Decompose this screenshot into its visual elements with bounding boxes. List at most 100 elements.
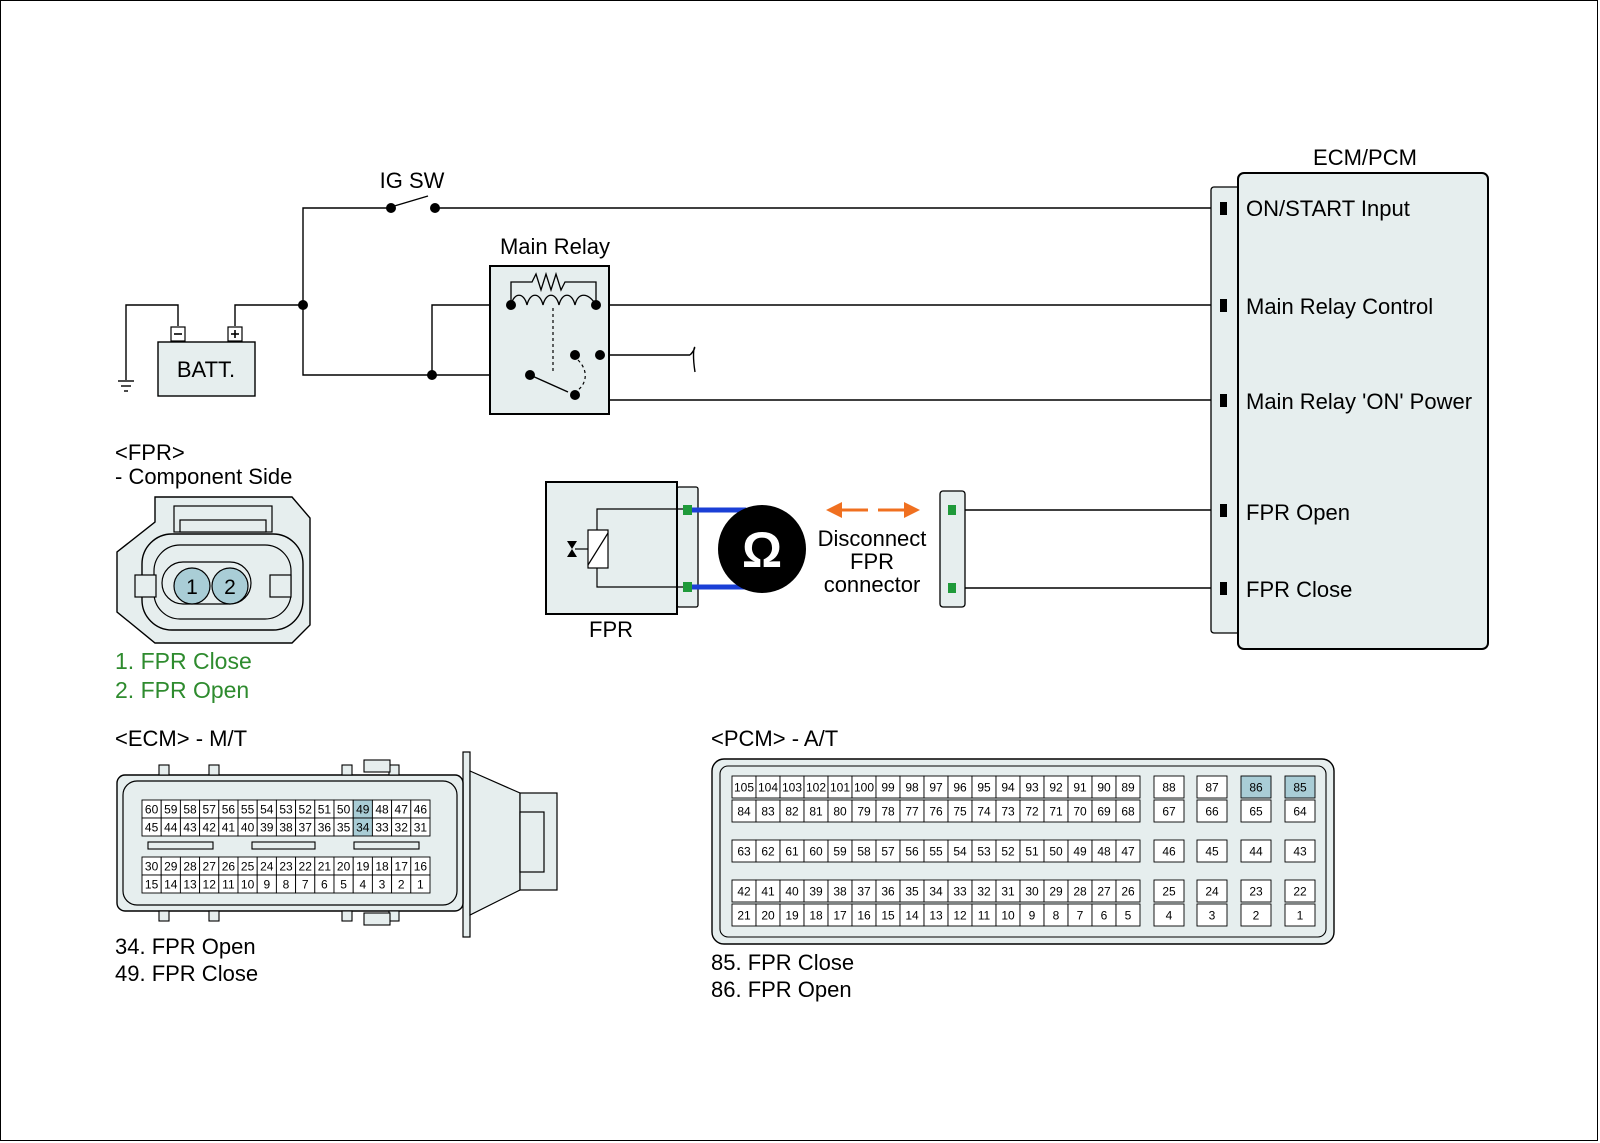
pin-number: 54 [953,845,967,859]
pin-number: 47 [1121,845,1135,859]
harness-connector [939,490,966,608]
pin-number: 89 [1121,781,1135,795]
pin-number: 19 [785,909,799,923]
pin-number: 58 [857,845,871,859]
pin-number: 79 [857,805,871,819]
pin-number: 29 [164,860,178,874]
junction-dots [298,300,437,380]
ecm-mt-title: <ECM> - M/T [115,726,247,751]
pin-number: 17 [833,909,847,923]
disconnect-line-3: connector [824,572,921,597]
pin-number: 49 [1073,845,1087,859]
pin-number: 40 [785,885,799,899]
pin-number: 12 [203,878,217,892]
pin-cell [1284,839,1316,863]
pin-number: 33 [375,821,389,835]
pin-number: 2 [1253,909,1260,923]
pin-number: 74 [977,805,991,819]
pin-number: 88 [1162,781,1176,795]
pin-number: 22 [1293,885,1307,899]
pin-number: 20 [761,909,775,923]
pin-number: 18 [809,909,823,923]
pin-cell [1240,903,1272,927]
disconnect-label: Disconnect FPR connector [818,526,927,597]
pin-number: 25 [241,860,255,874]
pin-number: 63 [737,845,751,859]
pin-number: 10 [1001,909,1015,923]
disconnect-line-1: Disconnect [818,526,927,551]
pin-number: 16 [857,909,871,923]
pin-number: 28 [1073,885,1087,899]
pin-number: 98 [905,781,919,795]
pin-number: 41 [222,821,236,835]
pin-number: 64 [1293,805,1307,819]
pin-cell [1115,839,1141,863]
pin-number: 52 [299,803,313,817]
pin-number: 51 [1025,845,1039,859]
pin-number: 71 [1049,805,1063,819]
pin-number: 72 [1025,805,1039,819]
pin-number: 11 [222,878,235,892]
ecm-legend-2: 49. FPR Close [115,961,258,986]
pin-number: 46 [414,803,428,817]
pin-cell [1115,775,1141,799]
pin-number: 95 [977,781,991,795]
pin-number: 91 [1073,781,1087,795]
pin-cell [1153,799,1185,823]
pin-number: 83 [761,805,775,819]
pin-number: 69 [1097,805,1111,819]
pin-cell [1115,879,1141,903]
pin-number: 30 [145,860,159,874]
disconnect-arrows-icon [826,502,920,518]
pin-number: 9 [263,878,270,892]
pin-number: 9 [1029,909,1036,923]
pin-number: 11 [978,909,991,923]
pin-number: 5 [1125,909,1132,923]
pin-number: 43 [1293,845,1307,859]
pin-cell [1284,903,1316,927]
pin-number: 87 [1205,781,1219,795]
pin-cell [1284,799,1316,823]
main-relay-label: Main Relay [500,234,610,259]
pin-number: 54 [260,803,274,817]
pin-number: 45 [145,821,159,835]
pin-number: 42 [203,821,217,835]
ig-sw-label: IG SW [380,168,445,193]
pin-cell [1284,775,1316,799]
pin-number: 45 [1205,845,1219,859]
pin-number: 1 [417,878,424,892]
pin-cell [1196,879,1228,903]
pin-number: 100 [854,781,874,795]
pin-number: 10 [241,878,255,892]
pin-number: 44 [164,821,178,835]
pin-cell [1196,775,1228,799]
pin-number: 12 [953,909,967,923]
pin-number: 99 [881,781,895,795]
pin-number: 93 [1025,781,1039,795]
pin-number: 96 [953,781,967,795]
pin-number: 65 [1249,805,1263,819]
pin-number: 57 [881,845,895,859]
pin-number: 58 [183,803,197,817]
pin-number: 28 [183,860,197,874]
pin-number: 80 [833,805,847,819]
battery: BATT. [157,326,256,397]
fpr-legend-2: 2. FPR Open [115,677,249,703]
pin-number: 105 [734,781,754,795]
pin-number: 50 [337,803,351,817]
ecm-pcm-module: ECM/PCM ON/START Input Main Relay Contro… [1210,145,1489,650]
pin-number: 86 [1249,781,1263,795]
pin-number: 16 [414,860,428,874]
fpr-pin-1: 1 [186,576,198,599]
pin-number: 32 [395,821,409,835]
pin-number: 33 [953,885,967,899]
pin-number: 61 [785,845,799,859]
pin-number: 85 [1293,781,1307,795]
fpr-pin-2: 2 [224,576,236,599]
pin-number: 21 [318,860,332,874]
pin-number: 76 [929,805,943,819]
